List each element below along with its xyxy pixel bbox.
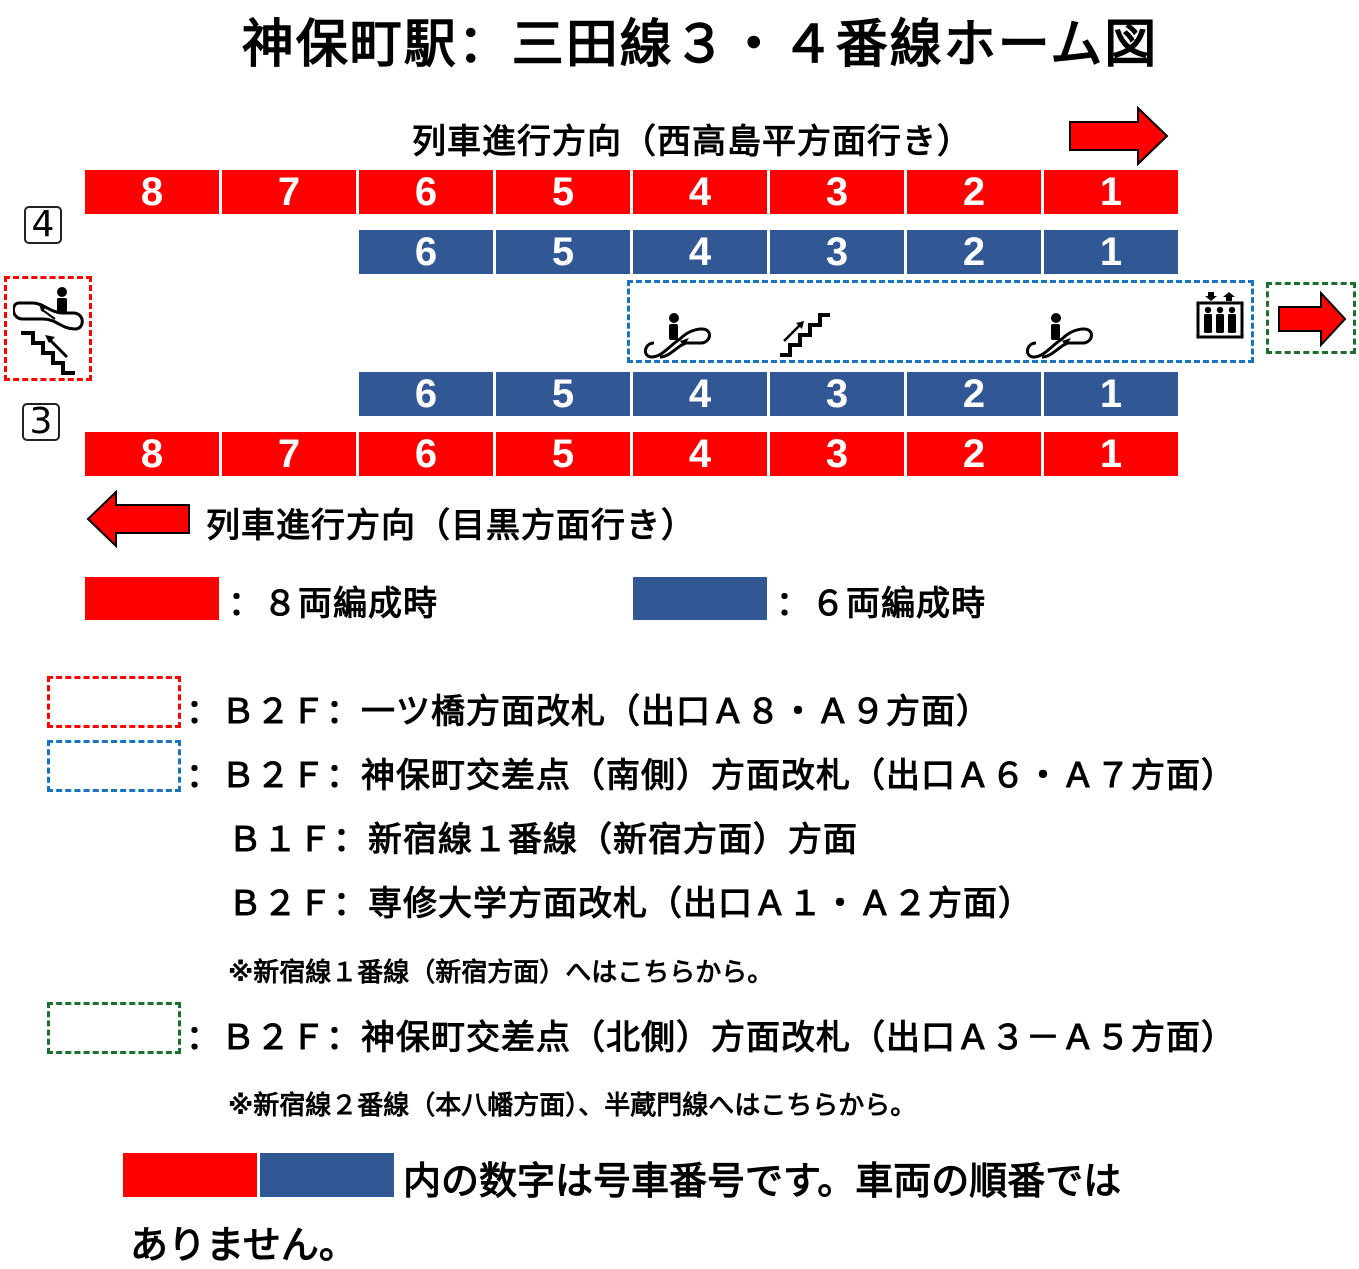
legend-exit-blue-text-3: Ｂ２Ｆ：専修大学方面改札（出口Ａ１・Ａ２方面） <box>228 884 1033 924</box>
stairs-up-icon <box>19 327 79 377</box>
car: 3 <box>770 230 904 274</box>
car: 4 <box>633 230 767 274</box>
car: 3 <box>770 432 904 476</box>
legend-exit-green-note: ※新宿線２番線（本八幡方面）、半蔵門線へはこちらから。 <box>228 1091 917 1121</box>
car: 8 <box>85 170 219 214</box>
car: 6 <box>359 230 493 274</box>
car: 3 <box>770 170 904 214</box>
car: 4 <box>633 170 767 214</box>
legend-exit-green-box <box>47 1002 181 1054</box>
direction-label-top: 列車進行方向（西高島平方面行き） <box>412 122 972 162</box>
exit-box-green <box>1266 282 1356 354</box>
page-title: 神保町駅：三田線３・４番線ホーム図 <box>241 15 1159 75</box>
car: 1 <box>1044 170 1178 214</box>
car: 4 <box>633 432 767 476</box>
escalator-icon <box>640 311 712 359</box>
footer-note-line2: ありません。 <box>130 1223 357 1267</box>
car: 6 <box>359 170 493 214</box>
car: 5 <box>496 170 630 214</box>
car: 6 <box>359 372 493 416</box>
car: 4 <box>633 372 767 416</box>
car: 2 <box>907 432 1041 476</box>
car: 5 <box>496 432 630 476</box>
escalator-icon <box>1022 311 1094 359</box>
legend-swatch-8car <box>85 577 219 620</box>
track-number-4-label: 4 <box>31 204 55 245</box>
car: 1 <box>1044 432 1178 476</box>
footer-swatch-blue <box>260 1153 394 1197</box>
car: 7 <box>222 432 356 476</box>
track-number-3: 3 <box>22 403 60 441</box>
legend-exit-red-box <box>47 676 181 728</box>
legend-swatch-6car <box>633 577 767 620</box>
legend-exit-blue-note: ※新宿線１番線（新宿方面）へはこちらから。 <box>228 958 774 988</box>
right-arrow-icon <box>1068 106 1170 166</box>
legend-exit-green-text: ：Ｂ２Ｆ：神保町交差点（北側）方面改札（出口Ａ３－Ａ５方面） <box>186 1018 1236 1058</box>
legend-exit-blue-text-2: Ｂ１Ｆ：新宿線１番線（新宿方面）方面 <box>228 820 858 860</box>
car: 2 <box>907 372 1041 416</box>
right-arrow-icon <box>1277 289 1349 349</box>
legend-label-8car: ：８両編成時 <box>228 584 438 624</box>
car: 5 <box>496 372 630 416</box>
legend-exit-blue-box <box>47 740 181 792</box>
car: 2 <box>907 170 1041 214</box>
track-number-4: 4 <box>24 206 62 244</box>
car: 1 <box>1044 230 1178 274</box>
left-arrow-icon <box>86 490 192 548</box>
footer-swatch-red <box>123 1153 257 1197</box>
elevator-icon <box>1196 291 1244 339</box>
exit-box-blue <box>627 280 1254 363</box>
car: 5 <box>496 230 630 274</box>
car: 2 <box>907 230 1041 274</box>
car: 7 <box>222 170 356 214</box>
legend-exit-red-text: ：Ｂ２Ｆ：一ツ橋方面改札（出口Ａ８・Ａ９方面） <box>186 692 991 732</box>
direction-label-bottom: 列車進行方向（目黒方面行き） <box>206 506 696 546</box>
car: 6 <box>359 432 493 476</box>
car: 8 <box>85 432 219 476</box>
legend-exit-blue-text: ：Ｂ２Ｆ：神保町交差点（南側）方面改札（出口Ａ６・Ａ７方面） <box>186 756 1236 796</box>
exit-box-red <box>4 276 92 381</box>
stairs-up-icon <box>778 311 834 359</box>
car: 3 <box>770 372 904 416</box>
track-number-3-label: 3 <box>29 401 53 442</box>
legend-label-6car: ：６両編成時 <box>776 584 986 624</box>
footer-note-line1: 内の数字は号車番号です。車両の順番では <box>403 1159 1122 1203</box>
escalator-icon <box>13 285 85 333</box>
car: 1 <box>1044 372 1178 416</box>
